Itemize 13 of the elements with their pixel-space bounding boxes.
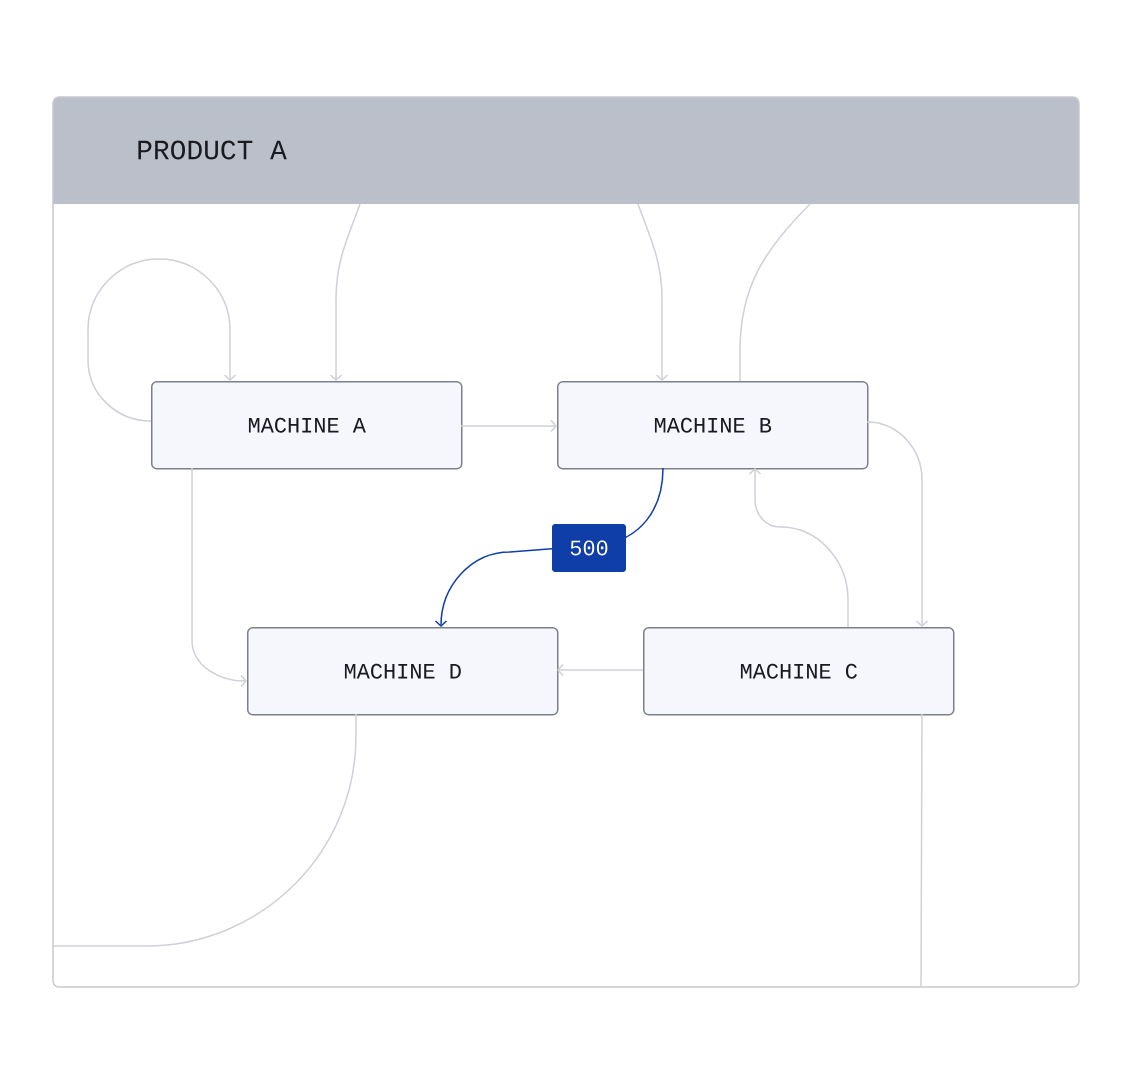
arrow — [748, 468, 849, 628]
arrow — [557, 663, 644, 677]
arrow — [329, 203, 361, 381]
process-box: MACHINE D — [247, 627, 559, 716]
process-box: MACHINE A — [151, 381, 463, 470]
arrow — [637, 203, 669, 381]
process-box: MACHINE B — [557, 381, 869, 470]
arrow — [191, 467, 247, 688]
process-box: MACHINE C — [643, 627, 955, 716]
arrow — [866, 421, 929, 627]
edge-label: 500 — [552, 524, 626, 572]
arrow — [460, 419, 557, 433]
arrow — [87, 258, 237, 422]
